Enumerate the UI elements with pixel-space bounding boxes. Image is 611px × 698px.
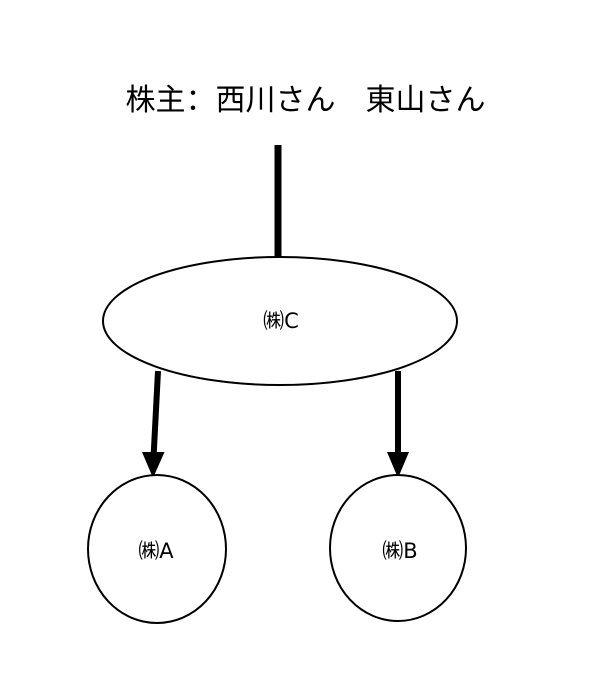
node-label-subsidiary-company-b: ㈱B [382,539,417,563]
node-subsidiary-company-b[interactable] [329,474,467,622]
connector-c-to-b [387,371,409,478]
connector-c-to-a [142,370,165,478]
node-label-subsidiary-company-a: ㈱A [138,539,174,563]
connector-c-to-a-line [150,370,161,459]
connector-c-to-a-arrowhead [142,452,165,478]
node-subsidiary-company-a[interactable] [87,474,227,624]
node-label-parent-company-c: ㈱C [263,309,299,333]
connector-c-to-b-arrowhead [387,452,409,478]
shareholders-title: 株主：西川さん 東山さん [125,83,486,118]
node-parent-company-c[interactable] [102,256,458,386]
